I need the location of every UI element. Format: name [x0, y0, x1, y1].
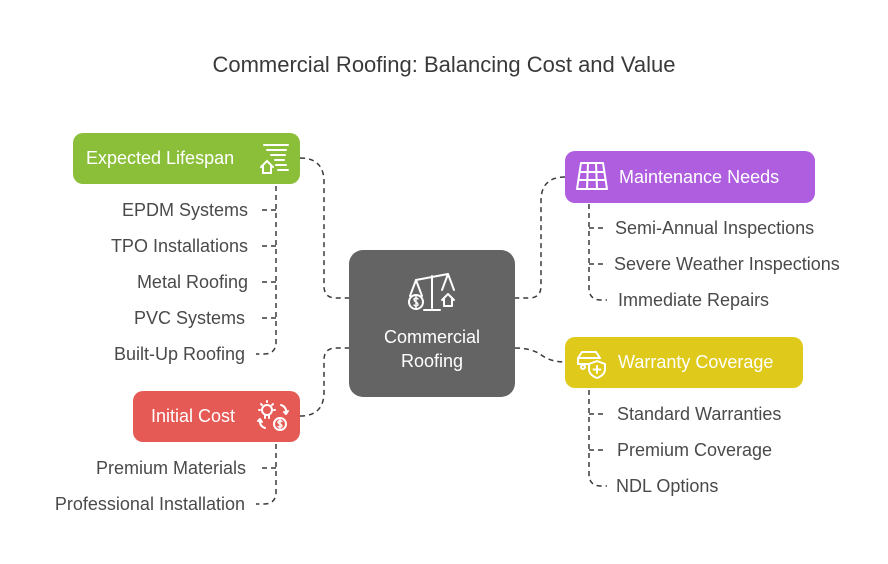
branch-label: Expected Lifespan [86, 148, 235, 168]
center-node: Commercial Roofing [349, 250, 515, 397]
list-item: Semi-Annual Inspections [615, 218, 815, 238]
list-item: Professional Installation [54, 494, 245, 514]
idea-cost-icon [257, 400, 289, 431]
branch-warranty-coverage: Warranty Coverage [565, 337, 803, 388]
branch-expected-lifespan: Expected Lifespan [73, 133, 300, 184]
list-item: TPO Installations [110, 236, 248, 256]
list-item: Metal Roofing [136, 272, 248, 292]
diagram-title: Commercial Roofing: Balancing Cost and V… [212, 52, 676, 77]
tornado-house-icon [260, 144, 289, 174]
solar-panel-icon [576, 162, 608, 190]
branch-label: Initial Cost [151, 406, 236, 426]
branch-label: Maintenance Needs [619, 166, 780, 187]
center-label: Commercial Roofing [383, 327, 480, 371]
list-item: Standard Warranties [617, 404, 782, 424]
list-item: Premium Materials [95, 458, 246, 478]
list-item: Built-Up Roofing [113, 344, 245, 364]
list-item: Severe Weather Inspections [614, 254, 840, 274]
scale-icon [408, 273, 455, 311]
branch-initial-cost: Initial Cost [133, 391, 300, 442]
list-item: Immediate Repairs [618, 290, 770, 310]
list-item: PVC Systems [133, 308, 245, 328]
list-item: NDL Options [616, 476, 719, 496]
branch-label: Warranty Coverage [618, 352, 774, 372]
branch-maintenance-needs: Maintenance Needs [565, 151, 815, 203]
car-shield-icon [577, 351, 606, 379]
list-item: EPDM Systems [121, 200, 248, 220]
list-item: Premium Coverage [617, 440, 773, 460]
